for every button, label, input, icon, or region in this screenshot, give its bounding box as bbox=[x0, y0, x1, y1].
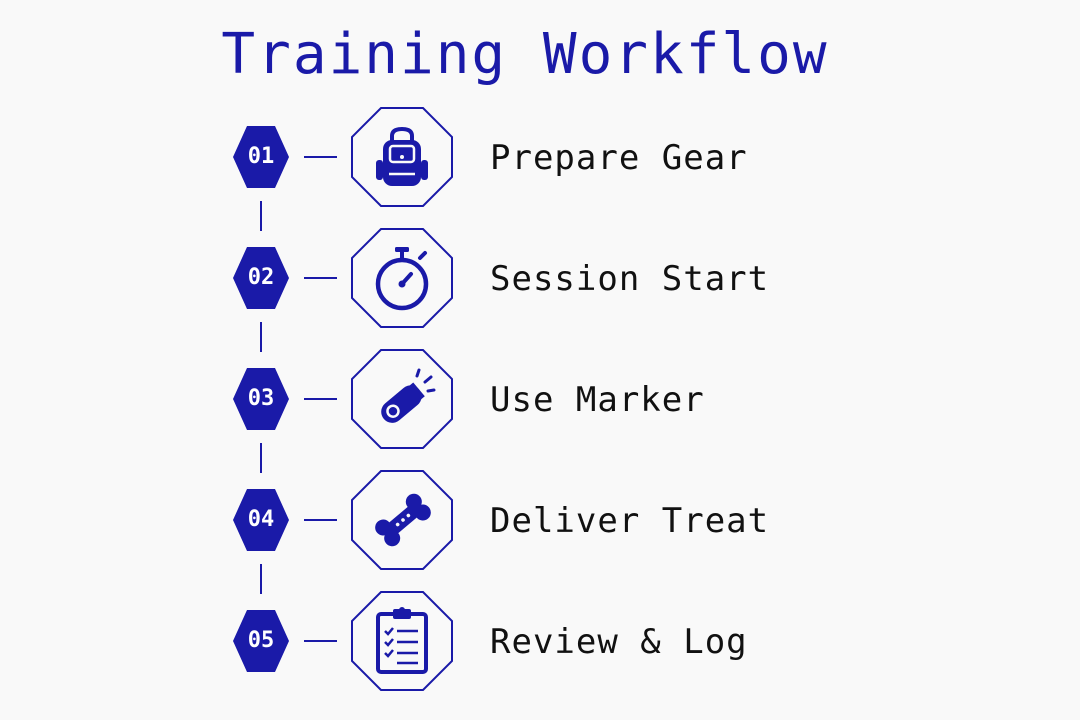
clipboard-checklist-icon bbox=[376, 607, 428, 674]
step-badge: 05 bbox=[231, 608, 291, 674]
stopwatch-icon bbox=[375, 247, 429, 311]
step-connector bbox=[304, 156, 337, 158]
step-icon-frame bbox=[351, 228, 453, 328]
workflow-step-4: 04 Deliver Treat bbox=[0, 465, 1080, 575]
workflow-step-5: 05 Review & Log bbox=[0, 586, 1080, 696]
step-number: 05 bbox=[247, 628, 275, 653]
step-badge: 03 bbox=[231, 366, 291, 432]
diagram-title: Training Workflow bbox=[221, 22, 829, 87]
vertical-connector bbox=[260, 201, 262, 231]
step-connector bbox=[304, 640, 337, 642]
workflow-step-3: 03 Use Marker bbox=[0, 344, 1080, 454]
step-number: 03 bbox=[247, 386, 275, 411]
step-badge: 01 bbox=[231, 124, 291, 190]
step-connector bbox=[304, 398, 337, 400]
step-badge: 02 bbox=[231, 245, 291, 311]
step-badge: 04 bbox=[231, 487, 291, 553]
step-number: 01 bbox=[247, 144, 275, 169]
backpack-icon bbox=[376, 126, 428, 186]
step-icon-frame bbox=[351, 591, 453, 691]
vertical-connector bbox=[260, 322, 262, 352]
step-label: Use Marker bbox=[490, 380, 705, 420]
bone-icon bbox=[375, 493, 431, 547]
workflow-step-1: 01 Prepare Gear bbox=[0, 102, 1080, 212]
step-label: Session Start bbox=[490, 259, 770, 299]
step-connector bbox=[304, 519, 337, 521]
step-connector bbox=[304, 277, 337, 279]
step-label: Prepare Gear bbox=[490, 138, 748, 178]
step-number: 04 bbox=[247, 507, 275, 532]
step-label: Review & Log bbox=[490, 622, 748, 662]
workflow-step-2: 02 Session Start bbox=[0, 223, 1080, 333]
step-icon-frame bbox=[351, 349, 453, 449]
vertical-connector bbox=[260, 443, 262, 473]
step-label: Deliver Treat bbox=[490, 501, 770, 541]
step-icon-frame bbox=[351, 470, 453, 570]
vertical-connector bbox=[260, 564, 262, 594]
step-icon-frame bbox=[351, 107, 453, 207]
clicker-icon bbox=[381, 368, 436, 423]
step-number: 02 bbox=[247, 265, 275, 290]
